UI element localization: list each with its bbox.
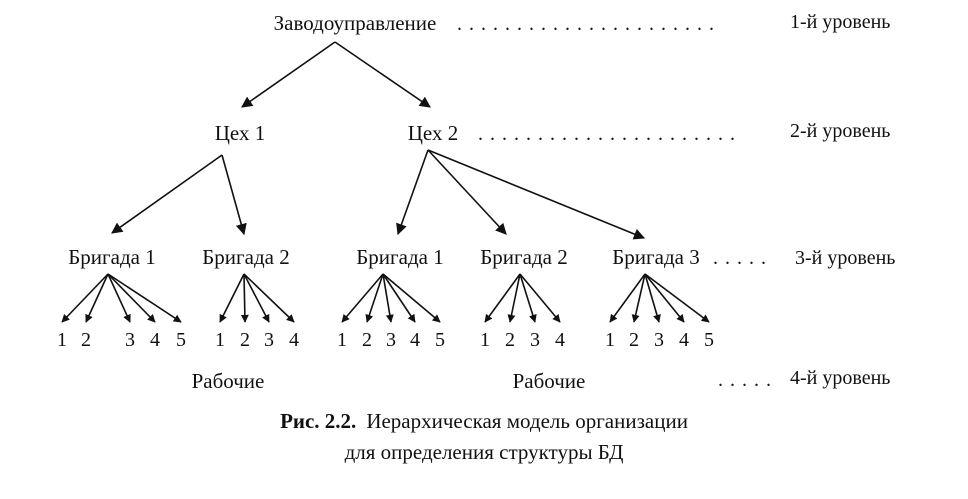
worker-edge-s1b2-3 — [243, 273, 270, 323]
node-shop1-brigade-2: Бригада 2 — [202, 245, 290, 269]
worker-number-s2b3-2: 2 — [629, 329, 639, 351]
level-2-dots: . . . . . . . . . . . . . . . . . . . . … — [478, 123, 736, 145]
worker-edge-s2b3-3 — [644, 273, 661, 323]
edge-shop1-brigade1 — [111, 154, 223, 234]
worker-edge-s2b1-1 — [341, 273, 384, 323]
worker-number-s2b1-2: 2 — [362, 329, 372, 351]
worker-number-s2b3-3: 3 — [654, 329, 664, 351]
worker-number-s2b1-1: 1 — [337, 329, 347, 351]
node-root: Заводоуправление — [274, 11, 437, 35]
worker-edge-s2b1-5 — [382, 273, 441, 323]
worker-edge-s1b1-1 — [61, 273, 109, 323]
worker-number-s2b1-4: 4 — [410, 329, 420, 351]
level-1-dots: . . . . . . . . . . . . . . . . . . . . … — [457, 13, 715, 35]
worker-edge-s2b2-4 — [519, 273, 561, 323]
worker-number-s1b1-4: 4 — [150, 329, 160, 351]
workers-label-right: Рабочие — [513, 369, 586, 393]
worker-edge-s1b2-2 — [240, 273, 249, 323]
worker-number-s1b2-4: 4 — [289, 329, 299, 351]
node-shop1-brigade-1: Бригада 1 — [68, 245, 156, 269]
worker-number-s1b1-3: 3 — [125, 329, 135, 351]
worker-number-s2b3-1: 1 — [605, 329, 615, 351]
worker-edge-s1b2-4 — [243, 273, 295, 323]
level-2-label: 2-й уровень — [790, 120, 890, 142]
edge-root-shop1 — [241, 41, 336, 108]
worker-edge-s2b3-4 — [644, 273, 685, 323]
edge-shop2-brigade3 — [427, 149, 646, 240]
worker-edge-s2b3-1 — [609, 273, 646, 323]
worker-number-s1b2-3: 3 — [264, 329, 274, 351]
workers-label-left: Рабочие — [192, 369, 265, 393]
edge-shop1-brigade2 — [221, 154, 247, 236]
worker-number-s1b2-2: 2 — [240, 329, 250, 351]
level-4-label: 4-й уровень — [790, 367, 890, 389]
worker-edge-s2b3-2 — [631, 273, 646, 323]
worker-edge-s1b1-2 — [85, 273, 109, 323]
worker-edge-s2b1-2 — [365, 273, 384, 323]
worker-edge-s1b2-1 — [219, 273, 245, 323]
edge-shop2-brigade1 — [396, 149, 429, 236]
node-shop2-brigade-1: Бригада 1 — [356, 245, 444, 269]
figure-caption-line-2: для определения структуры БД — [345, 440, 624, 464]
worker-edge-s2b1-4 — [382, 273, 416, 323]
figure-number: Рис. 2.2. — [280, 409, 356, 433]
level-3-label: 3-й уровень — [795, 247, 895, 269]
edge-root-shop2 — [334, 41, 431, 108]
worker-number-s1b1-2: 2 — [81, 329, 91, 351]
level-3-dots: . . . . . — [713, 247, 767, 269]
worker-number-s2b1-3: 3 — [386, 329, 396, 351]
worker-number-s2b2-2: 2 — [505, 329, 515, 351]
node-shop-2: Цех 2 — [408, 121, 458, 145]
worker-number-s1b1-1: 1 — [57, 329, 67, 351]
worker-edge-s2b2-1 — [484, 273, 521, 323]
worker-edge-s2b1-3 — [382, 273, 394, 323]
node-shop2-brigade-3: Бригада 3 — [612, 245, 700, 269]
edge-shop2-brigade2 — [427, 149, 507, 235]
worker-edge-s1b1-4 — [107, 273, 156, 323]
worker-number-s2b3-4: 4 — [679, 329, 689, 351]
worker-number-s1b1-5: 5 — [176, 329, 186, 351]
worker-edge-s2b2-3 — [519, 273, 537, 323]
node-shop-1: Цех 1 — [215, 121, 265, 145]
worker-number-s2b2-4: 4 — [555, 329, 565, 351]
worker-edges — [61, 273, 710, 323]
worker-edge-s2b3-5 — [644, 273, 710, 323]
worker-edge-s1b1-5 — [107, 273, 182, 323]
figure-title: Иерархическая модель организации — [366, 409, 688, 433]
worker-number-s2b2-3: 3 — [530, 329, 540, 351]
worker-edge-s2b2-2 — [507, 273, 521, 323]
worker-number-s1b2-1: 1 — [215, 329, 225, 351]
worker-number-s2b2-1: 1 — [480, 329, 490, 351]
worker-edge-s1b1-3 — [107, 273, 131, 323]
node-shop2-brigade-2: Бригада 2 — [480, 245, 568, 269]
level-1-label: 1-й уровень — [790, 11, 890, 33]
worker-number-s2b3-5: 5 — [704, 329, 714, 351]
worker-number-s2b1-5: 5 — [435, 329, 445, 351]
level-4-dots: . . . . . — [718, 369, 772, 391]
figure-caption-line-1: Рис. 2.2. Иерархическая модель организац… — [280, 409, 688, 433]
